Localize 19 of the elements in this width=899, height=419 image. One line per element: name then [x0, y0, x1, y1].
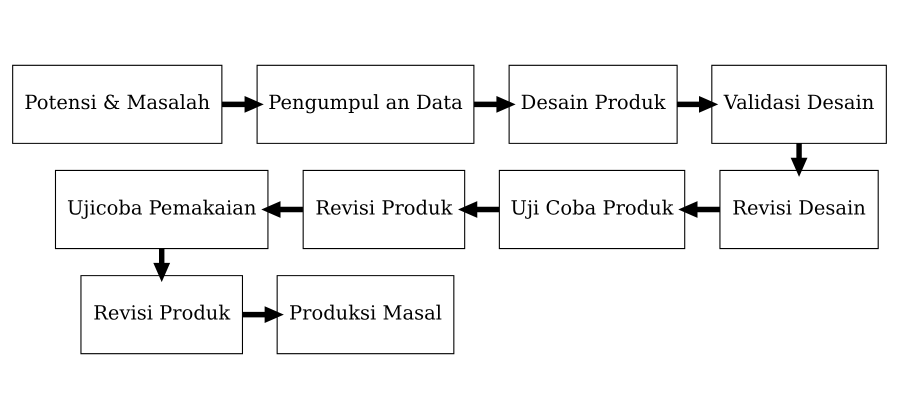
- node-box: Produksi Masal: [276, 275, 454, 354]
- arrow: [222, 96, 264, 113]
- arrow: [678, 201, 720, 218]
- node-box: Potensi & Masalah: [12, 64, 222, 144]
- node-box: Uji Coba Produk: [498, 170, 686, 250]
- node-box: Revisi Desain: [719, 170, 879, 250]
- node-box: Validasi Desain: [711, 64, 887, 144]
- arrow: [261, 201, 303, 218]
- arrow: [458, 201, 500, 218]
- arrow: [677, 96, 718, 113]
- arrow: [153, 248, 170, 282]
- node-box: Ujicoba Pemakaian: [54, 170, 268, 250]
- node-box: Revisi Produk: [302, 170, 466, 250]
- arrow: [242, 306, 284, 324]
- arrow: [474, 96, 516, 113]
- node-box: Pengumpul an Data: [256, 64, 474, 144]
- node-box: Desain Produk: [508, 64, 678, 144]
- node-box: Revisi Produk: [80, 275, 243, 354]
- arrow: [790, 144, 808, 177]
